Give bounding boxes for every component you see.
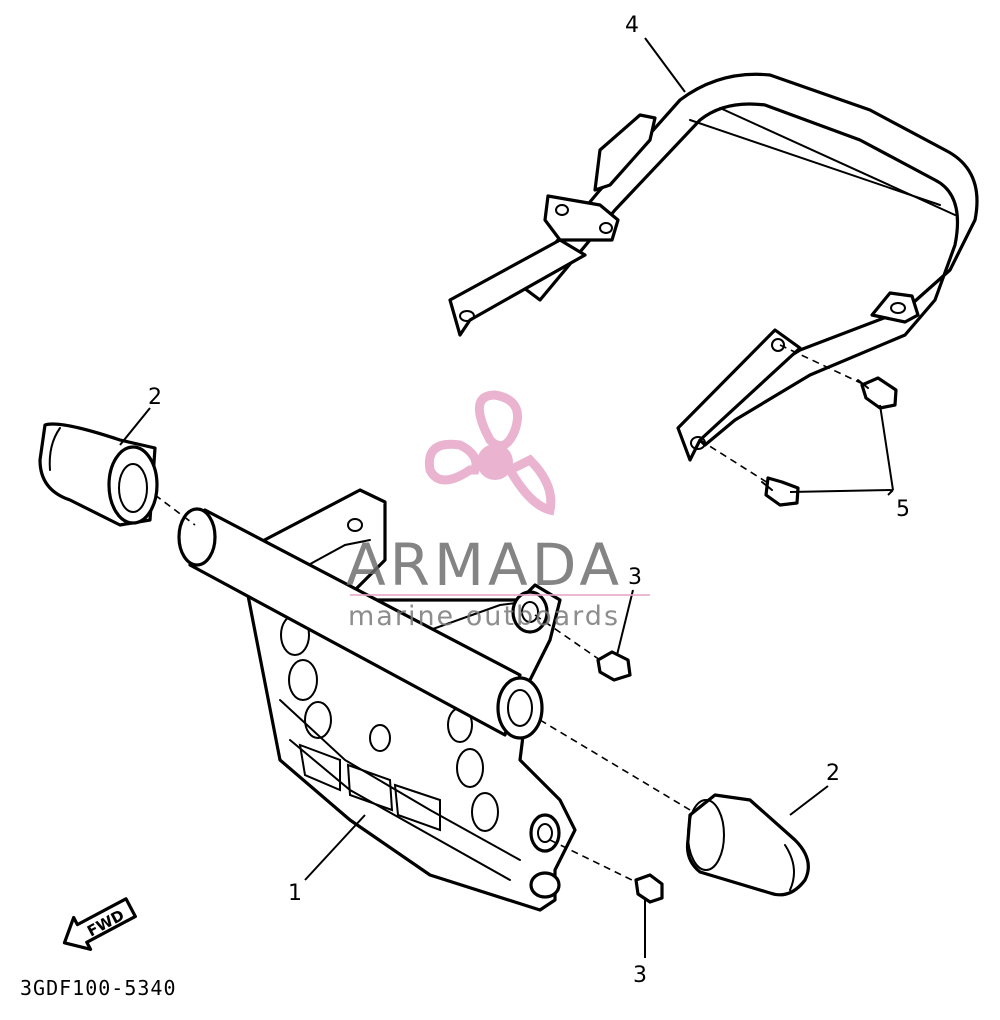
callout-5: 5 (896, 497, 910, 522)
bolt-mid (596, 650, 632, 682)
callout-4: 4 (625, 13, 639, 38)
part-code: 3GDF100-5340 (20, 976, 177, 1000)
bolt-mid-axis (534, 614, 601, 661)
bolt-bottom (634, 873, 664, 904)
watermark-tagline: marine outboards (348, 601, 620, 632)
leader-3-top (616, 589, 634, 656)
bolt-upper-axis (779, 344, 866, 386)
bolt-bottom-axis (549, 839, 637, 883)
leader-4 (644, 37, 686, 93)
callout-1: 1 (288, 881, 302, 906)
end-cap-right (685, 793, 810, 897)
leader-1 (304, 814, 366, 881)
armada-logo-icon (424, 390, 556, 516)
bolt-lower-axis (699, 439, 769, 484)
callout-3-bottom: 3 (633, 963, 647, 988)
callout-2-right: 2 (826, 761, 840, 786)
forward-arrow-icon: FWD (62, 897, 137, 951)
leader-5 (789, 404, 894, 496)
bolt-lower (761, 476, 800, 507)
callout-3-top: 3 (628, 565, 642, 590)
end-cap-left-axis (154, 494, 196, 526)
leader-2-left (119, 407, 151, 446)
bolt-upper (857, 376, 898, 410)
end-cap-left (38, 422, 159, 527)
main-cross-tube (177, 507, 544, 740)
leader-2-right (789, 785, 829, 816)
watermark-divider (350, 594, 650, 596)
upper-tube-bar (448, 72, 979, 462)
callout-2-left: 2 (148, 385, 162, 410)
watermark-brand: ARMADA (346, 531, 623, 599)
end-cap-right-axis (539, 719, 691, 811)
